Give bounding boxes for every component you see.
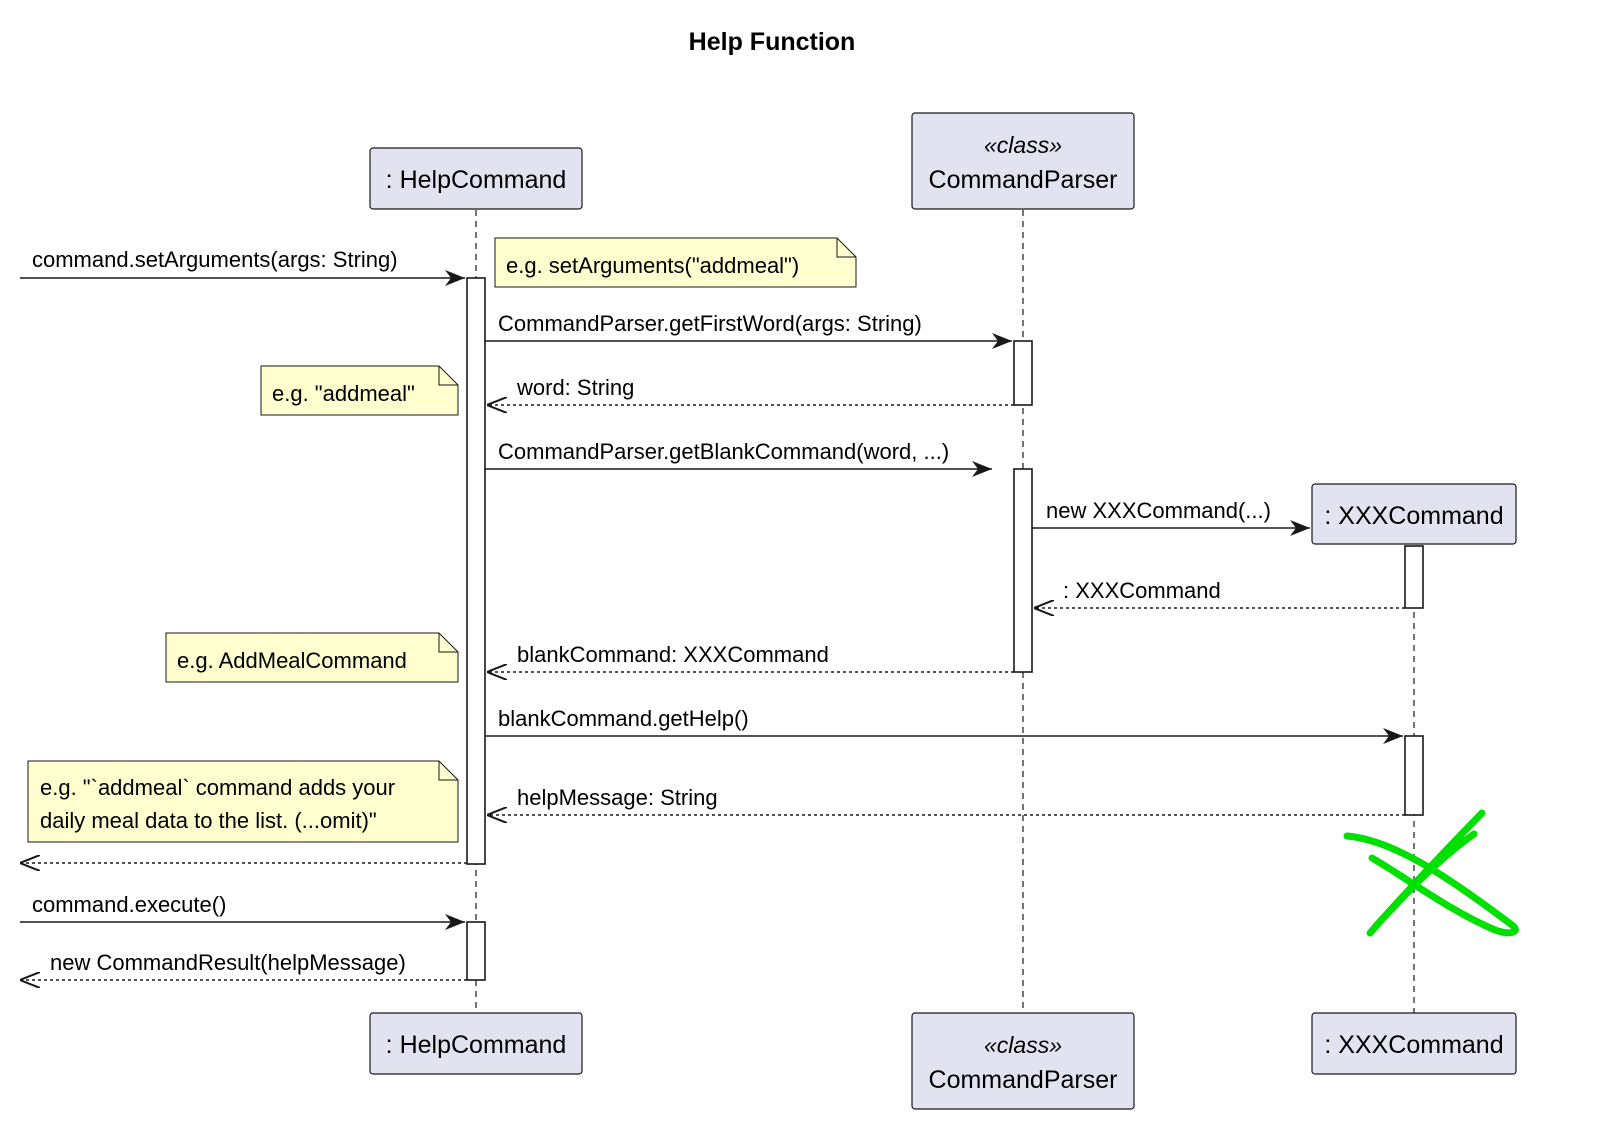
svg-text:blankCommand: XXXCommand: blankCommand: XXXCommand [517,642,829,667]
svg-text:new XXXCommand(...): new XXXCommand(...) [1046,498,1271,523]
message-execute: command.execute() [20,892,465,930]
message-set-arguments: command.setArguments(args: String) [20,247,465,286]
message-new-command-result: new CommandResult(helpMessage) [20,950,467,980]
activation-commandparser-1 [1013,340,1033,406]
participant-label: : XXXCommand [1324,502,1503,530]
svg-text:command.execute(): command.execute() [32,892,226,917]
activation-helpcommand-2 [466,921,486,981]
message-return-word: word: String [487,375,1014,405]
participant-stereotype: «class» [984,132,1062,158]
participant-label: : HelpCommand [386,1031,567,1059]
svg-text:e.g. AddMealCommand: e.g. AddMealCommand [177,648,407,673]
message-return-blank-command: blankCommand: XXXCommand [487,642,1014,672]
participant-label: : HelpCommand [386,166,567,194]
message-get-blank-command: CommandParser.getBlankCommand(word, ...) [485,439,992,477]
svg-text:e.g. "addmeal": e.g. "addmeal" [272,381,415,406]
svg-text:e.g. "`addmeal` command adds y: e.g. "`addmeal` command adds your [40,775,395,800]
svg-text:e.g. setArguments("addmeal"): e.g. setArguments("addmeal") [506,253,799,278]
participant-xxxcommand-bottom[interactable]: : XXXCommand [1311,1012,1517,1075]
svg-text:blankCommand.getHelp(): blankCommand.getHelp() [498,706,749,731]
svg-text:CommandParser.getBlankCommand(: CommandParser.getBlankCommand(word, ...) [498,439,949,464]
participant-commandparser-top[interactable]: «class» CommandParser [911,112,1135,210]
svg-text:command.setArguments(args: Str: command.setArguments(args: String) [32,247,398,272]
activation-helpcommand-1 [466,277,486,865]
note-help-message-example: e.g. "`addmeal` command adds your daily … [27,760,459,843]
participant-helpcommand-top[interactable]: : HelpCommand [369,147,583,210]
activation-xxxcommand-1 [1404,545,1424,609]
svg-text:helpMessage: String: helpMessage: String [517,785,718,810]
svg-text:CommandParser.getFirstWord(arg: CommandParser.getFirstWord(args: String) [498,311,922,336]
svg-text:word: String: word: String [516,375,634,400]
svg-text:daily meal data to the list. (: daily meal data to the list. (...omit)" [40,808,377,833]
message-return-xxxcommand: : XXXCommand [1034,578,1405,608]
message-new-xxxcommand: new XXXCommand(...) [1032,498,1310,536]
message-return-help-message: helpMessage: String [487,785,1405,815]
activation-commandparser-2 [1013,468,1033,673]
participant-label: CommandParser [929,1066,1118,1094]
svg-text:: XXXCommand: : XXXCommand [1063,578,1221,603]
note-add-meal-command-example: e.g. AddMealCommand [165,632,459,683]
message-get-help: blankCommand.getHelp() [485,706,1403,744]
participant-label: : XXXCommand [1324,1031,1503,1059]
svg-text:new CommandResult(helpMessage): new CommandResult(helpMessage) [50,950,406,975]
destroy-xxxcommand-mark [1343,809,1519,937]
activation-xxxcommand-2 [1404,735,1424,816]
note-set-arguments-example: e.g. setArguments("addmeal") [494,237,857,288]
message-get-first-word: CommandParser.getFirstWord(args: String) [485,311,1012,349]
diagram-title: Help Function [689,28,856,56]
participant-commandparser-bottom[interactable]: «class» CommandParser [911,1012,1135,1110]
note-addmeal-example: e.g. "addmeal" [260,365,459,416]
participant-label: CommandParser [929,166,1118,194]
participant-helpcommand-bottom[interactable]: : HelpCommand [369,1012,583,1075]
participant-xxxcommand-created[interactable]: : XXXCommand [1311,483,1517,545]
participant-stereotype: «class» [984,1032,1062,1058]
